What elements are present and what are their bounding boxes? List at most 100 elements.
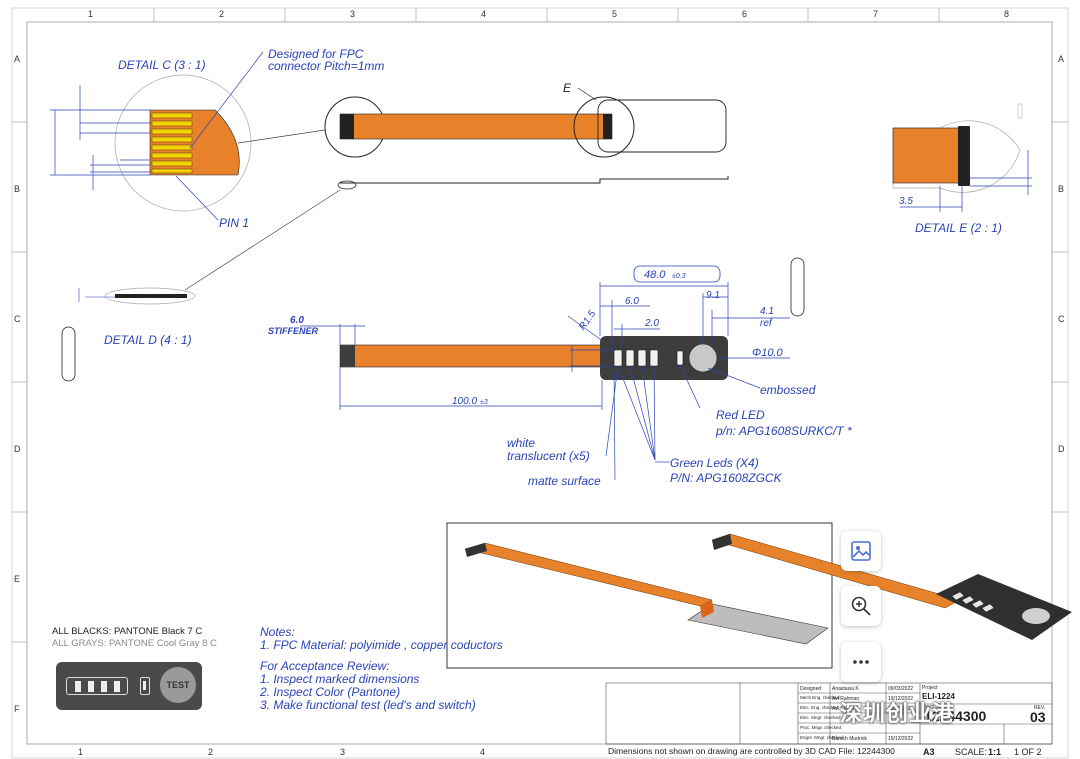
dim-9-1: 9.1 — [706, 290, 720, 301]
tb-project: ELI-1224 — [922, 692, 955, 701]
dim-stiff-val: 6.0 — [290, 315, 304, 326]
acceptance-3: 3. Make functional test (led's and switc… — [260, 698, 476, 712]
notes-title: Notes: — [260, 625, 295, 639]
dim-6-0: 6.0 — [625, 296, 639, 307]
col-label: 2 — [219, 9, 224, 19]
row-label: C — [1058, 314, 1065, 324]
image-search-icon — [851, 541, 871, 561]
more-icon — [853, 660, 869, 664]
detail-e-ref: E — [563, 81, 572, 95]
dim-100-tol: ±3 — [480, 399, 488, 406]
callout-red-led-pn: p/n: APG1608SURKC/T * — [715, 424, 852, 438]
col-label: 2 — [208, 747, 213, 757]
col-label: 3 — [340, 747, 345, 757]
row-label: A — [14, 54, 20, 64]
col-label: 6 — [742, 9, 747, 19]
tb-row-label: Engnr. Mngr. checked — [800, 735, 844, 740]
dim-4-1: 4.1 — [760, 306, 774, 317]
tb-engr: Baruch Mudrnik — [832, 736, 868, 742]
dim-phi10: Φ10.0 — [752, 347, 783, 359]
callout-white: white — [507, 436, 535, 450]
row-label: D — [14, 444, 21, 454]
test-panel-preview: TEST — [56, 662, 202, 710]
detail-c-note: Designed for FPC — [268, 47, 364, 61]
callout-green-pn: P/N: APG1608ZGCK — [670, 471, 783, 485]
fpc-main-view: 48.0 ±0.3 6.0 9.1 4.1 ref 2.0 R1.5 Φ10.0… — [268, 265, 852, 488]
tb-date: 19/12/2022 — [888, 706, 913, 712]
col-label: 8 — [1004, 9, 1009, 19]
tb-scale: 1:1 — [988, 747, 1001, 757]
row-label: D — [1058, 444, 1065, 454]
detail-c-title: DETAIL C (3 : 1) — [118, 58, 206, 72]
callout-red-led: Red LED — [716, 408, 765, 422]
pantone-blacks: ALL BLACKS: PANTONE Black 7 C — [52, 626, 203, 637]
detail-e: 3.5 DETAIL E (2 : 1) — [892, 103, 1032, 235]
test-button-preview: TEST — [160, 667, 196, 703]
row-label: E — [14, 574, 20, 584]
tb-row-label: Elec. Mngr. checked — [800, 715, 841, 720]
fpc-top-view: E — [184, 81, 729, 291]
col-label: 4 — [480, 747, 485, 757]
row-label: B — [14, 184, 20, 194]
acceptance-1: 1. Inspect marked dimensions — [260, 672, 420, 686]
detail-c-note: connector Pitch=1mm — [268, 59, 384, 73]
dim-r1-5: R1.5 — [577, 308, 598, 332]
slot-shape — [790, 257, 805, 317]
tb-rev: 03 — [1030, 709, 1046, 725]
note-1: 1. FPC Material: polyimide , copper codu… — [260, 638, 503, 652]
pin1-label: PIN 1 — [219, 216, 249, 230]
detail-e-title: DETAIL E (2 : 1) — [915, 221, 1002, 235]
tb-row-label: Mech Eng. checked — [800, 695, 840, 700]
tb-dwg-label: DWG. NO. — [922, 705, 946, 711]
callout-matte: matte surface — [528, 474, 601, 488]
tb-date: 09/03/2022 — [888, 686, 913, 692]
tb-rev-label: REV. — [1034, 705, 1045, 711]
detail-e-dim: 3.5 — [899, 196, 913, 207]
tb-date: 19/12/2022 — [888, 696, 913, 702]
col-label: 1 — [78, 747, 83, 757]
col-label: 7 — [873, 9, 878, 19]
zoom-in-icon — [851, 596, 871, 616]
notes-block: Notes: 1. FPC Material: polyimide , copp… — [260, 626, 503, 712]
zoom-in-button[interactable] — [841, 586, 881, 626]
tb-scale-label: SCALE: — [955, 747, 987, 757]
tb-row-label: Proc. Mngr. checked — [800, 725, 842, 730]
callout-embossed: embossed — [760, 383, 816, 397]
col-label: 5 — [612, 9, 617, 19]
isometric-view — [446, 522, 1072, 669]
tb-date: 19/12/2022 — [888, 736, 913, 742]
detail-d: DETAIL D (4 : 1) — [61, 287, 196, 382]
dim-overall-tol: ±0.3 — [672, 273, 686, 280]
dim-ref: ref — [760, 318, 773, 329]
pantone-notes: ALL BLACKS: PANTONE Black 7 C ALL GRAYS:… — [52, 626, 217, 650]
dim-2-0: 2.0 — [644, 318, 659, 329]
pantone-grays: ALL GRAYS: PANTONE Cool Gray 8 C — [52, 638, 217, 649]
acceptance-2: 2. Inspect Color (Pantone) — [260, 685, 401, 699]
row-label: B — [1058, 184, 1064, 194]
tb-size: A3 — [923, 747, 935, 757]
callout-white: translucent (x5) — [507, 449, 590, 463]
col-label: 4 — [481, 9, 486, 19]
col-label: 1 — [88, 9, 93, 19]
image-search-button[interactable] — [841, 531, 881, 571]
tb-elec: Avi Shavit — [832, 706, 855, 712]
row-label: F — [14, 704, 20, 714]
dim-overall: 48.0 — [644, 269, 666, 281]
callout-green-leds: Green Leds (X4) — [670, 456, 759, 470]
col-label: 3 — [350, 9, 355, 19]
acceptance-title: For Acceptance Review: — [260, 659, 390, 673]
tb-mech: Avi Rahman — [832, 696, 859, 702]
row-label: A — [1058, 54, 1064, 64]
title-block — [605, 682, 1053, 745]
detail-c: DETAIL C (3 : 1) Designed for FPC connec… — [50, 47, 384, 230]
row-label: C — [14, 314, 21, 324]
tb-dwg-no: 12244300 — [924, 708, 987, 724]
more-button[interactable] — [841, 642, 881, 682]
dim-100: 100.0 — [452, 396, 477, 407]
watermark-text: 深圳创业港 — [840, 701, 956, 726]
tb-row-label: Designed — [800, 686, 821, 692]
tb-row-label: Elec. Eng. checked — [800, 705, 839, 710]
dim-stiffener-label: STIFFENER — [268, 326, 319, 336]
tb-designer: Anastasia K — [832, 686, 859, 692]
